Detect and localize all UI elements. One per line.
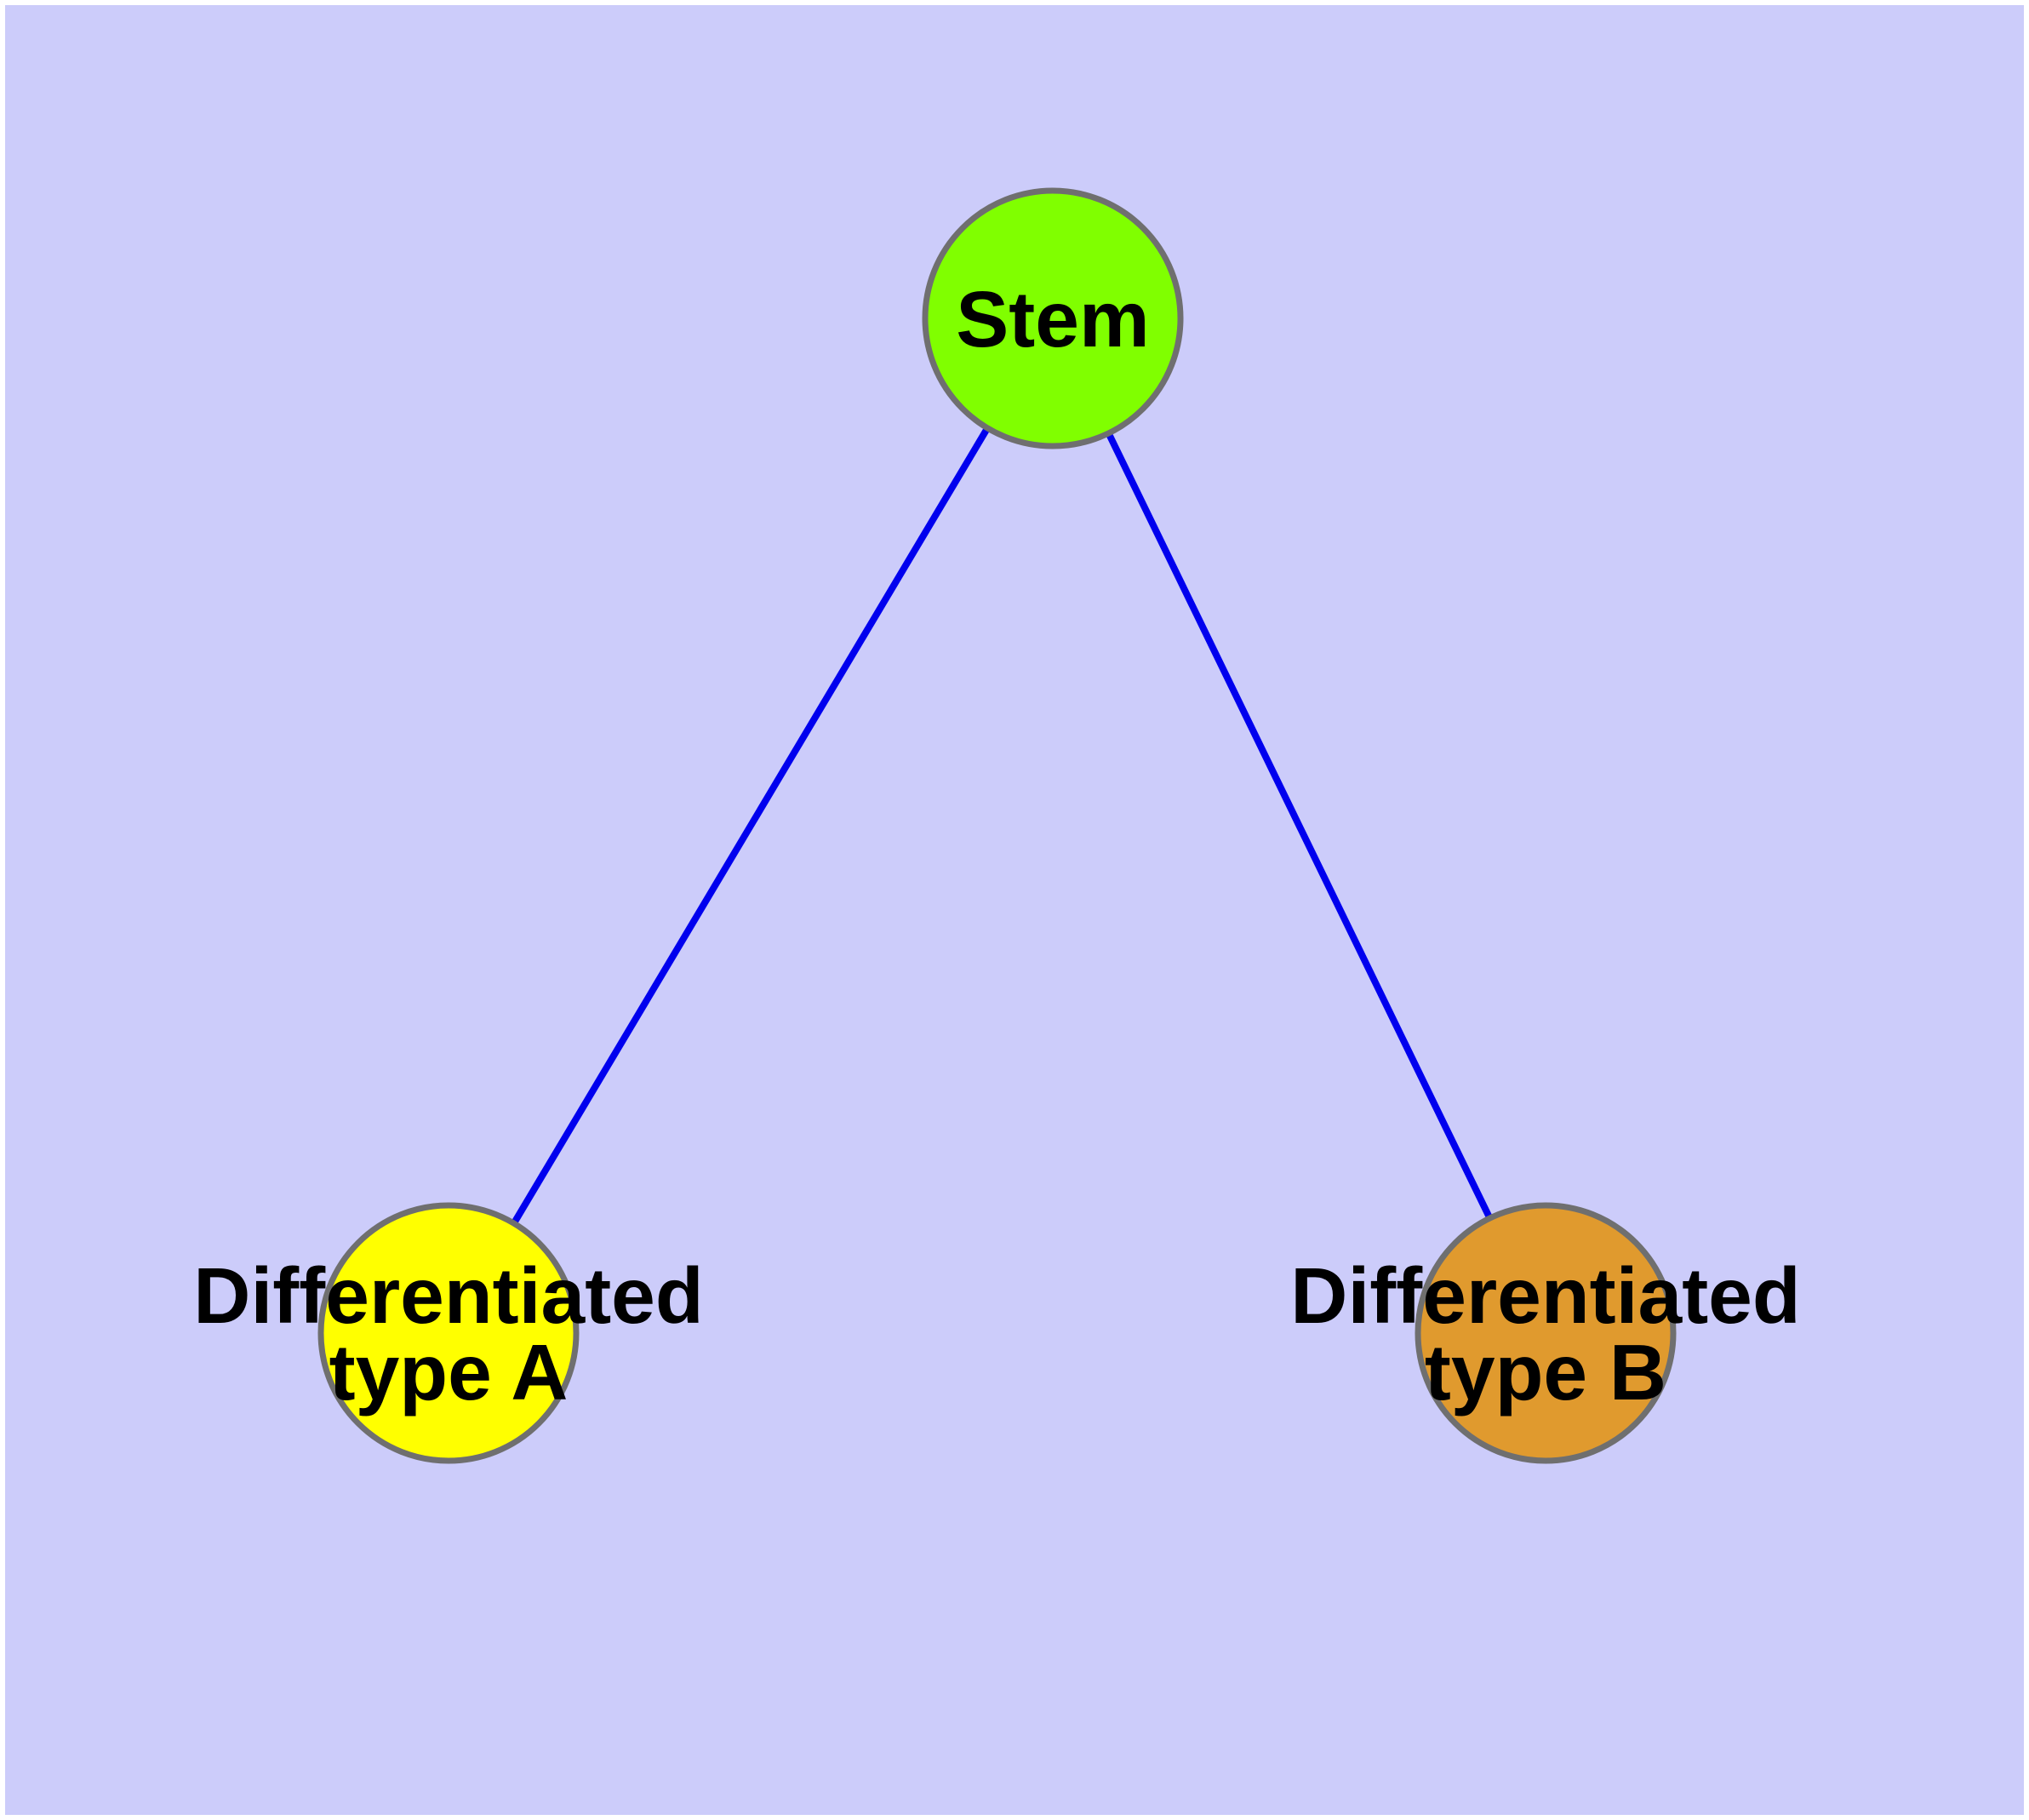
graph-node-diff_a[interactable] (317, 1202, 580, 1464)
graph-edge-stem-to-a[interactable] (509, 423, 992, 1228)
nodes-layer (317, 187, 1677, 1464)
graph-node-label-line: Stem (956, 275, 1149, 363)
graph-node-label-line: Differentiated (1290, 1251, 1800, 1340)
graph-node-stem[interactable] (922, 187, 1184, 449)
graph-edge-stem-to-b[interactable] (1104, 428, 1495, 1223)
graph-node-label-stem: Stem (956, 275, 1149, 363)
graph-node-diff_b[interactable] (1415, 1202, 1677, 1464)
graph-node-label-line: Differentiated (193, 1251, 703, 1340)
edges-layer (509, 423, 1495, 1228)
graph-node-label-line: type A (329, 1328, 569, 1417)
graph-node-label-line: type B (1425, 1328, 1666, 1417)
